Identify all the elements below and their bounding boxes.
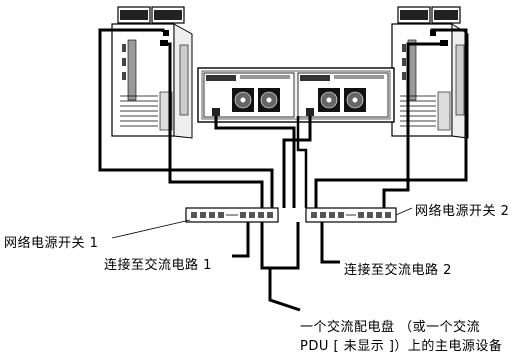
network-power-switch-2 xyxy=(305,207,397,223)
fan-icon xyxy=(232,88,254,112)
network-power-switch-2-label: 网络电源开关 2 xyxy=(415,204,510,219)
power-cables xyxy=(98,28,468,312)
pdu-label-line-2: PDU [ 未显示 ]）上的主电源设备 xyxy=(300,339,503,354)
ac-circuit-1-label: 连接至交流电路 1 xyxy=(104,258,212,273)
fan-icon xyxy=(344,88,366,112)
network-power-switch-1 xyxy=(185,207,279,223)
fan-icon xyxy=(258,88,280,112)
storage-enclosure xyxy=(197,67,395,123)
leader-lines xyxy=(111,207,413,239)
left-server-tower xyxy=(111,6,193,139)
ac-circuit-2-label: 连接至交流电路 2 xyxy=(344,263,452,278)
network-power-switch-1-label: 网络电源开关 1 xyxy=(4,236,99,251)
fan-icon xyxy=(318,88,340,112)
right-server-tower xyxy=(391,6,469,139)
pdu-label-line-1: 一个交流配电盘 （或一个交流 xyxy=(300,320,481,335)
